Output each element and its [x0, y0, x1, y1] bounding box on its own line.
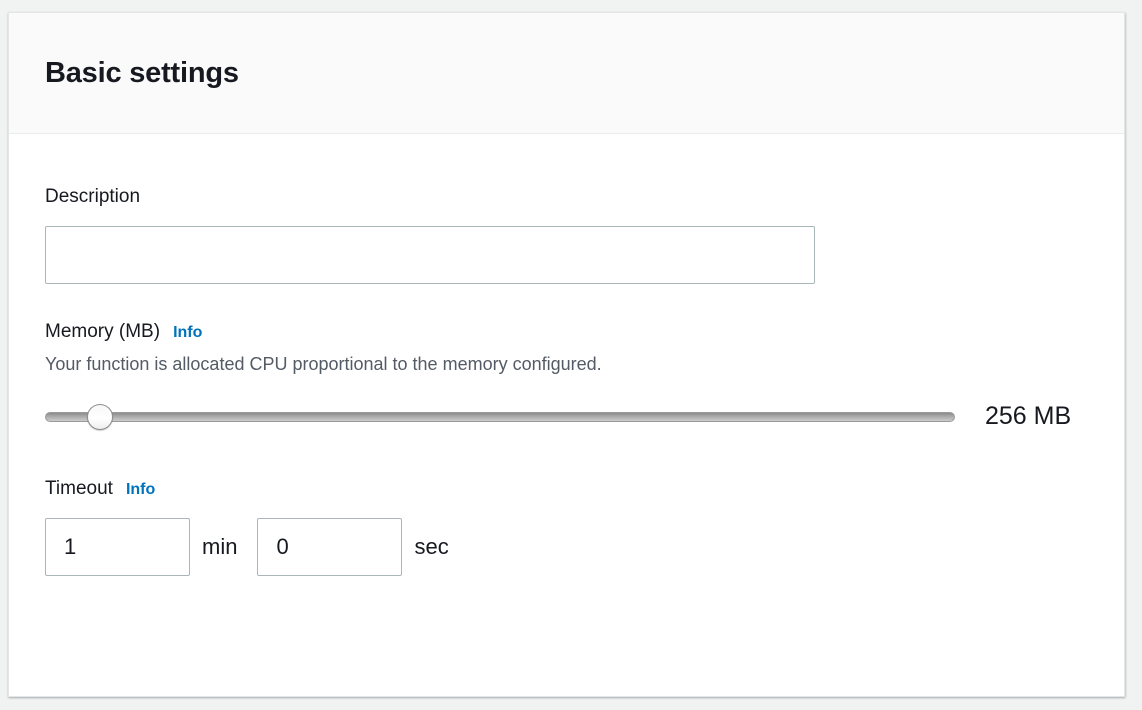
- timeout-label: Timeout: [45, 478, 113, 500]
- timeout-minutes-unit: min: [202, 533, 238, 559]
- description-label: Description: [45, 186, 141, 207]
- timeout-label-row: Timeout Info: [45, 478, 1088, 501]
- page-title: Basic settings: [45, 56, 239, 89]
- memory-slider[interactable]: [45, 403, 955, 430]
- card-body: Description Memory (MB) Info Your functi…: [9, 134, 1124, 576]
- basic-settings-card: Basic settings Description Memory (MB) I…: [8, 12, 1125, 697]
- timeout-minutes-input[interactable]: [45, 517, 190, 576]
- timeout-seconds-input[interactable]: [257, 517, 403, 576]
- slider-track[interactable]: [45, 411, 955, 422]
- timeout-inputs-row: min sec: [45, 517, 1088, 576]
- description-input[interactable]: [45, 225, 815, 284]
- memory-help-text: Your function is allocated CPU proportio…: [45, 353, 602, 374]
- memory-label-row: Memory (MB) Info: [45, 321, 1088, 344]
- memory-label: Memory (MB): [45, 320, 161, 342]
- timeout-field-group: Timeout Info min sec: [45, 478, 1088, 576]
- memory-value-label: 256 MB: [985, 402, 1072, 431]
- description-field-group: Description: [45, 186, 1088, 284]
- card-header: Basic settings: [9, 13, 1124, 134]
- slider-thumb[interactable]: [86, 403, 113, 430]
- memory-field-group: Memory (MB) Info Your function is alloca…: [45, 321, 1088, 431]
- memory-info-link[interactable]: Info: [173, 323, 203, 341]
- memory-slider-row: 256 MB: [45, 402, 1088, 431]
- timeout-seconds-unit: sec: [414, 533, 449, 559]
- timeout-info-link[interactable]: Info: [125, 481, 156, 499]
